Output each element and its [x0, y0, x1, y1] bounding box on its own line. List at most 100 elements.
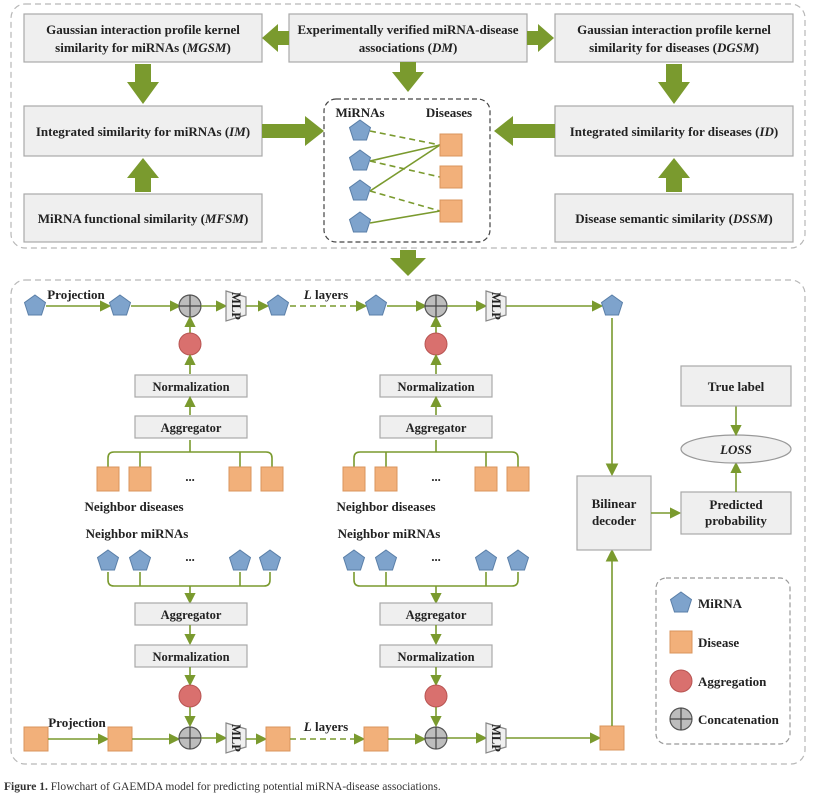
aggregation-node-top-1 — [178, 332, 202, 356]
mgsm-box: Gaussian interaction profile kernel simi… — [23, 13, 263, 63]
bilinear-decoder-box — [576, 475, 652, 551]
bip-mirnas-label: MiRNAs — [335, 105, 384, 120]
mlp-top-1 — [225, 290, 247, 322]
decoder-group: Bilinear decoder Predicted probability L… — [576, 365, 792, 551]
predicted-probability-box — [680, 491, 792, 535]
legend-aggregation-label: Aggregation — [698, 674, 767, 689]
mlp-top-2 — [485, 290, 507, 322]
svg-text:Aggregator: Aggregator — [406, 421, 467, 435]
mirna-final-embedding — [601, 294, 623, 316]
neighbor-diseases-label-2: Neighbor diseases — [336, 499, 435, 514]
svg-text:Integrated similarity for miRN: Integrated similarity for miRNAs (IM) — [36, 124, 250, 139]
disease-layer1-node — [265, 726, 291, 752]
dm-box: Experimentally verified miRNA-disease as… — [288, 13, 528, 63]
svg-text:L layers: L layers — [303, 287, 348, 302]
svg-text:MLP: MLP — [229, 724, 243, 752]
neighbor-mirnas-label-1: Neighbor miRNAs — [86, 526, 189, 541]
bottom-section-frame — [10, 279, 806, 765]
disease-projected-node — [107, 726, 133, 752]
disease-stack-2: Neighbor miRNAs ... Aggregator Normaliza… — [338, 526, 529, 728]
legend-concatenation-icon — [669, 707, 693, 731]
legend-aggregation-icon — [669, 669, 693, 693]
block-arrows-top — [127, 24, 690, 276]
bipartite-graph: MiRNAs Diseases — [323, 98, 491, 243]
concat-node-bottom-2 — [424, 726, 448, 750]
svg-text:Experimentally verified miRNA-: Experimentally verified miRNA-disease — [298, 22, 519, 37]
svg-text:MLP: MLP — [229, 292, 243, 320]
legend-disease-icon — [669, 630, 693, 654]
projection-label-bottom: Projection — [48, 715, 106, 730]
concat-node-bottom-1 — [178, 726, 202, 750]
concat-node-top-1 — [178, 294, 202, 318]
svg-text:Normalization: Normalization — [152, 650, 229, 664]
mirna-layerL-node — [365, 294, 387, 316]
true-label-box — [680, 365, 792, 407]
legend-concatenation-label: Concatenation — [698, 712, 780, 727]
bip-disease-1 — [439, 133, 463, 157]
disease-final-embedding — [599, 725, 625, 751]
mirna-stack-2: Normalization Aggregator ... Neighbor di… — [336, 315, 530, 514]
svg-text:MLP: MLP — [489, 724, 503, 752]
svg-text:...: ... — [185, 550, 194, 564]
id-box: Integrated similarity for diseases (ID) — [554, 105, 794, 157]
aggregator-box-bottom-1 — [134, 602, 248, 626]
svg-text:MiRNA functional similarity (M: MiRNA functional similarity (MFSM) — [38, 211, 249, 226]
mirna-layer1-node — [267, 294, 289, 316]
bip-disease-2 — [439, 165, 463, 189]
aggregator-box-top-2 — [379, 415, 493, 439]
neighbor-diseases-label-1: Neighbor diseases — [84, 499, 183, 514]
svg-text:similarity for diseases (DGSM): similarity for diseases (DGSM) — [589, 40, 759, 55]
disease-encoder-row: Projection MLP L layers MLP — [23, 548, 625, 754]
svg-text:Normalization: Normalization — [397, 380, 474, 394]
dgsm-box: Gaussian interaction profile kernel simi… — [554, 13, 794, 63]
mlp-bottom-2 — [485, 722, 507, 754]
svg-text:L layers: L layers — [303, 719, 348, 734]
mirna-projected-node — [109, 294, 131, 316]
dssm-box: Disease semantic similarity (DSSM) — [554, 193, 794, 243]
legend-mirna-icon — [670, 591, 692, 613]
disease-stack-1: Neighbor miRNAs ... Aggregator Normaliza… — [86, 526, 281, 728]
svg-text:similarity for miRNAs (MGSM): similarity for miRNAs (MGSM) — [55, 40, 231, 55]
neighbor-mirnas-label-2: Neighbor miRNAs — [338, 526, 441, 541]
legend-disease-label: Disease — [698, 635, 739, 650]
svg-text:Gaussian interaction profile k: Gaussian interaction profile kernel — [46, 22, 240, 37]
svg-text:...: ... — [431, 550, 440, 564]
legend-mirna-label: MiRNA — [698, 596, 743, 611]
concat-node-top-2 — [424, 294, 448, 318]
svg-text:...: ... — [431, 470, 440, 484]
normalization-box-bottom-1 — [134, 644, 248, 668]
figure-caption: Figure 1. Flowchart of GAEMDA model for … — [4, 781, 441, 793]
disease-input-node — [23, 726, 49, 752]
svg-text:Disease semantic similarity (D: Disease semantic similarity (DSSM) — [575, 211, 773, 226]
mlp-bottom-1 — [225, 722, 247, 754]
svg-text:True label: True label — [708, 379, 765, 394]
aggregation-node-bottom-1 — [178, 684, 202, 708]
mirna-input-node — [24, 294, 46, 316]
svg-text:Aggregator: Aggregator — [406, 608, 467, 622]
mirna-stack-1: Normalization Aggregator ... Neighbor di… — [84, 315, 284, 514]
svg-text:Bilinear: Bilinear — [592, 496, 637, 511]
svg-text:probability: probability — [705, 513, 767, 528]
svg-text:Predicted: Predicted — [709, 497, 763, 512]
svg-text:LOSS: LOSS — [719, 442, 752, 457]
aggregation-node-bottom-2 — [424, 684, 448, 708]
svg-text:Integrated similarity for dise: Integrated similarity for diseases (ID) — [570, 124, 778, 139]
svg-text:decoder: decoder — [592, 513, 636, 528]
im-box: Integrated similarity for miRNAs (IM) — [23, 105, 263, 157]
svg-text:...: ... — [185, 470, 194, 484]
legend: MiRNA Disease Aggregation Concatenation — [655, 577, 791, 745]
bip-disease-3 — [439, 199, 463, 223]
top-section-frame — [10, 3, 806, 249]
svg-text:Aggregator: Aggregator — [161, 421, 222, 435]
aggregator-box-top-1 — [134, 415, 248, 439]
projection-label-top: Projection — [47, 287, 105, 302]
svg-text:Normalization: Normalization — [152, 380, 229, 394]
svg-text:MLP: MLP — [489, 292, 503, 320]
svg-text:Aggregator: Aggregator — [161, 608, 222, 622]
bip-diseases-label: Diseases — [426, 105, 472, 120]
disease-layerL-node — [363, 726, 389, 752]
mirna-encoder-row: Projection MLP L layers MLP — [24, 287, 623, 477]
svg-text:Normalization: Normalization — [397, 650, 474, 664]
svg-text:associations (DM): associations (DM) — [359, 40, 458, 55]
